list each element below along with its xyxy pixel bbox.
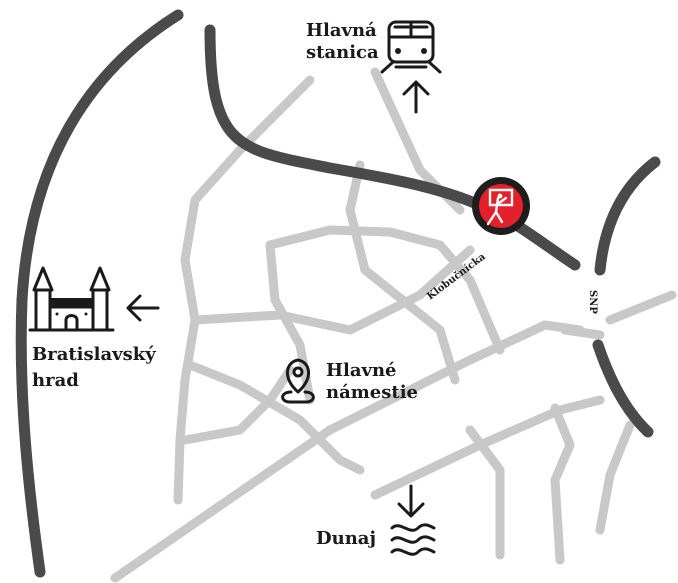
label-castle-line1: Bratislavský	[32, 344, 156, 365]
street-minor	[265, 240, 315, 405]
location-pin-icon	[281, 358, 315, 404]
road-major-north	[204, 24, 581, 271]
arrow-up-icon	[402, 80, 430, 114]
label-danube-line1: Dunaj	[316, 528, 376, 549]
castle-icon	[28, 266, 115, 332]
train-icon	[380, 20, 442, 74]
label-square: Hlavné námestie	[326, 360, 418, 404]
venue-marker-icon[interactable]	[472, 177, 530, 235]
street-minor	[605, 290, 677, 325]
label-castle: Bratislavský hrad	[32, 344, 156, 392]
minor-roads	[110, 67, 677, 583]
label-station-line1: Hlavná	[306, 20, 377, 41]
street-minor	[173, 75, 315, 505]
major-roads	[15, 9, 661, 578]
label-station-line2: stanica	[306, 42, 379, 63]
street-minor	[595, 420, 635, 535]
street-minor	[550, 403, 575, 565]
street-minor	[185, 360, 365, 475]
street-minor	[110, 320, 585, 583]
street-minor	[345, 160, 460, 385]
arrow-down-icon	[397, 484, 425, 518]
road-major-snp-south	[592, 339, 654, 438]
label-danube: Dunaj	[316, 528, 376, 550]
road-major-west	[15, 9, 184, 578]
waves-icon	[390, 523, 436, 556]
road-major-snp-north	[594, 156, 661, 276]
street-minor	[265, 225, 505, 355]
label-castle-line2: hrad	[32, 370, 79, 391]
street-minor	[190, 245, 475, 335]
street-minor	[180, 365, 295, 445]
street-minor	[370, 395, 605, 500]
label-square-line2: námestie	[326, 382, 418, 403]
street-minor	[560, 325, 605, 340]
label-station: Hlavná stanica	[306, 20, 379, 64]
label-square-line1: Hlavné	[326, 360, 397, 381]
street-minor	[465, 425, 505, 560]
street-label-snp: SNP	[587, 290, 598, 314]
arrow-left-icon	[126, 294, 160, 322]
